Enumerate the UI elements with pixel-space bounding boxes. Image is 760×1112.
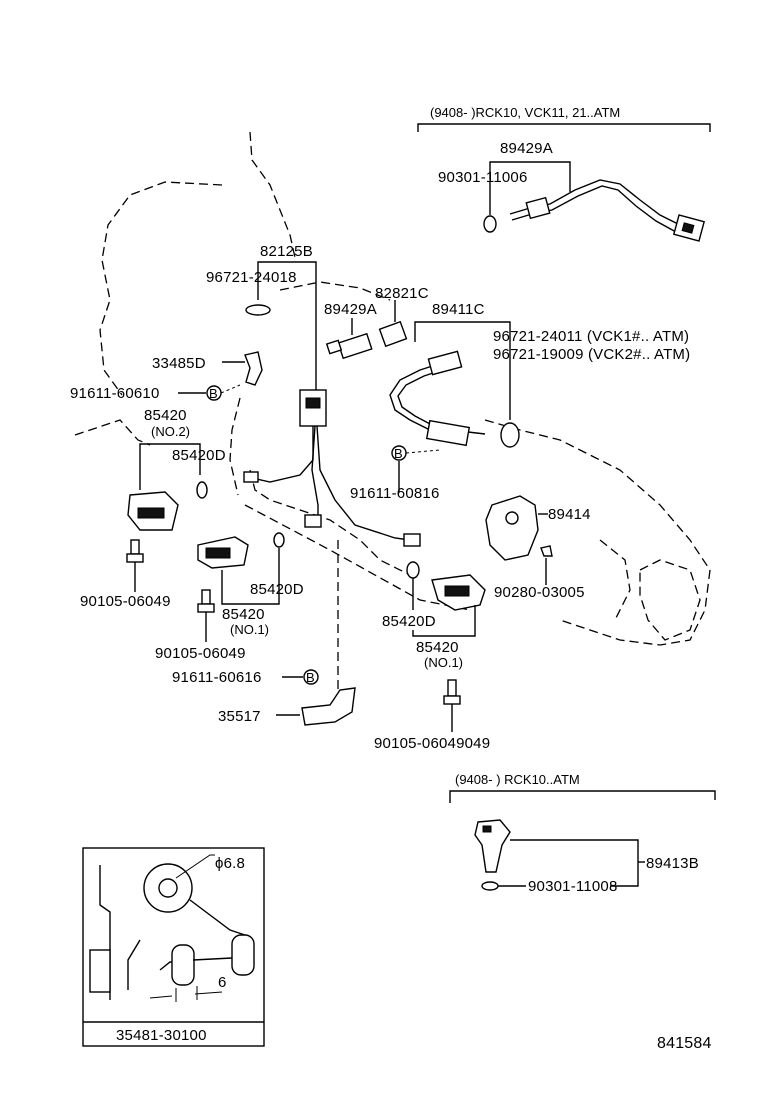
label-35517: 35517	[218, 708, 261, 725]
label-96721-24018: 96721-24018	[206, 269, 297, 286]
sensor-89414: 89414 90280-03005	[485, 495, 591, 601]
label-96721-24011: 96721-24011 (VCK1#.. ATM)	[493, 328, 689, 345]
inset-part-label: 35481-30100	[116, 1027, 207, 1044]
label-85420-no1a-sub: (NO.1)	[230, 622, 269, 637]
bolt-icon	[447, 679, 457, 697]
label-85420-no1b-sub: (NO.1)	[424, 655, 463, 670]
sensor-89413B-icon	[474, 819, 511, 873]
o-ring-icon	[483, 215, 497, 233]
header-top-right: (9408- )RCK10, VCK11, 21..ATM	[417, 105, 711, 132]
wire-harness: 82125B 96721-24018	[206, 243, 421, 547]
inset-frame	[82, 847, 265, 1047]
solenoid-no1-b: 85420D 85420 (NO.1)	[382, 561, 486, 670]
bolt-icon	[303, 669, 319, 685]
solenoid-no2: 85420 (NO.2) 85420D	[127, 407, 226, 531]
inset-bracket-icon	[89, 949, 111, 993]
label-82821C: 82821C	[375, 285, 429, 302]
label-85420-no1a: 85420	[222, 606, 265, 623]
bolt-marker: B	[394, 446, 403, 461]
label-90105-06049-b: 90105-06049	[155, 645, 246, 662]
inset-pin-icon	[231, 934, 255, 976]
label-90301-11006: 90301-11006	[438, 169, 528, 186]
header-lower-right-text: (9408- ) RCK10..ATM	[455, 772, 580, 787]
plate-35517: 35517	[218, 687, 356, 726]
label-33485D: 33485D	[152, 355, 206, 372]
bolt-91611-60816: B 91611-60816	[350, 445, 441, 502]
label-90105-06049-a: 90105-06049	[80, 593, 171, 610]
bolt-90105-a: 90105-06049	[80, 539, 171, 610]
inset-diameter-label: ϕ6.8	[215, 855, 245, 872]
label-85420-no2: 85420	[144, 407, 187, 424]
label-91611-60616: 91611-60616	[172, 669, 262, 686]
label-85420-no2-sub: (NO.2)	[151, 424, 190, 439]
inset-dimension-label: 6	[218, 974, 227, 991]
label-85420D-c: 85420D	[382, 613, 436, 630]
solenoid-no1-a: 85420D 85420 (NO.1)	[197, 532, 304, 637]
diagram-number: 841584	[657, 1035, 712, 1052]
o-ring-icon	[500, 422, 520, 448]
header-lower-right: (9408- ) RCK10..ATM	[449, 772, 716, 803]
label-85420D-a: 85420D	[172, 447, 226, 464]
bolt-91611-60610: 91611-60610 B	[70, 384, 241, 402]
label-90105-06049049: 90105-06049049	[374, 735, 490, 752]
label-89411C: 89411C	[432, 301, 485, 318]
o-ring-icon	[481, 881, 499, 891]
bolt-icon	[201, 589, 211, 605]
seal-icon	[245, 304, 271, 316]
bolt-icon	[130, 539, 140, 555]
speed-sensors-mid: 82821C 89429A 89411C 96721-24011 (VCK1#.…	[324, 285, 690, 448]
label-90280-03005: 90280-03005	[494, 584, 585, 601]
label-96721-19009: 96721-19009 (VCK2#.. ATM)	[493, 346, 690, 363]
label-89414: 89414	[548, 506, 591, 523]
bolt-90105-b: 90105-06049	[155, 589, 246, 662]
plate-icon	[301, 687, 356, 726]
label-91611-60816: 91611-60816	[350, 485, 440, 502]
bolt-90105-c: 90105-06049049	[374, 679, 490, 752]
bracket-33485D: 33485D	[152, 351, 263, 386]
speed-sensor-top: 89429A 90301-11006	[438, 140, 706, 242]
label-91611-60610: 91611-60610	[70, 385, 160, 402]
label-89413B: 89413B	[646, 855, 699, 872]
inset-pin-icon	[171, 944, 195, 986]
inset-detail: ϕ6.8 6 35481-30100	[82, 847, 265, 1047]
label-90301-11008: 90301-11008	[528, 878, 618, 895]
label-85420D-b: 85420D	[250, 581, 304, 598]
sensor-89414-icon	[485, 495, 539, 561]
o-ring-icon	[196, 481, 208, 499]
sensor-89413B: 89413B 90301-11008	[474, 819, 699, 895]
label-85420-no1b: 85420	[416, 639, 459, 656]
header-top-right-text: (9408- )RCK10, VCK11, 21..ATM	[430, 105, 620, 120]
bolt-marker: B	[306, 670, 315, 685]
label-89429A-top: 89429A	[500, 140, 553, 157]
bolt-marker: B	[209, 386, 218, 401]
o-ring-icon	[406, 561, 420, 579]
transmission-outline	[74, 131, 711, 700]
label-89429A: 89429A	[324, 301, 377, 318]
bolt-91611-60616: 91611-60616 B	[172, 669, 319, 686]
label-82125B: 82125B	[260, 243, 313, 260]
